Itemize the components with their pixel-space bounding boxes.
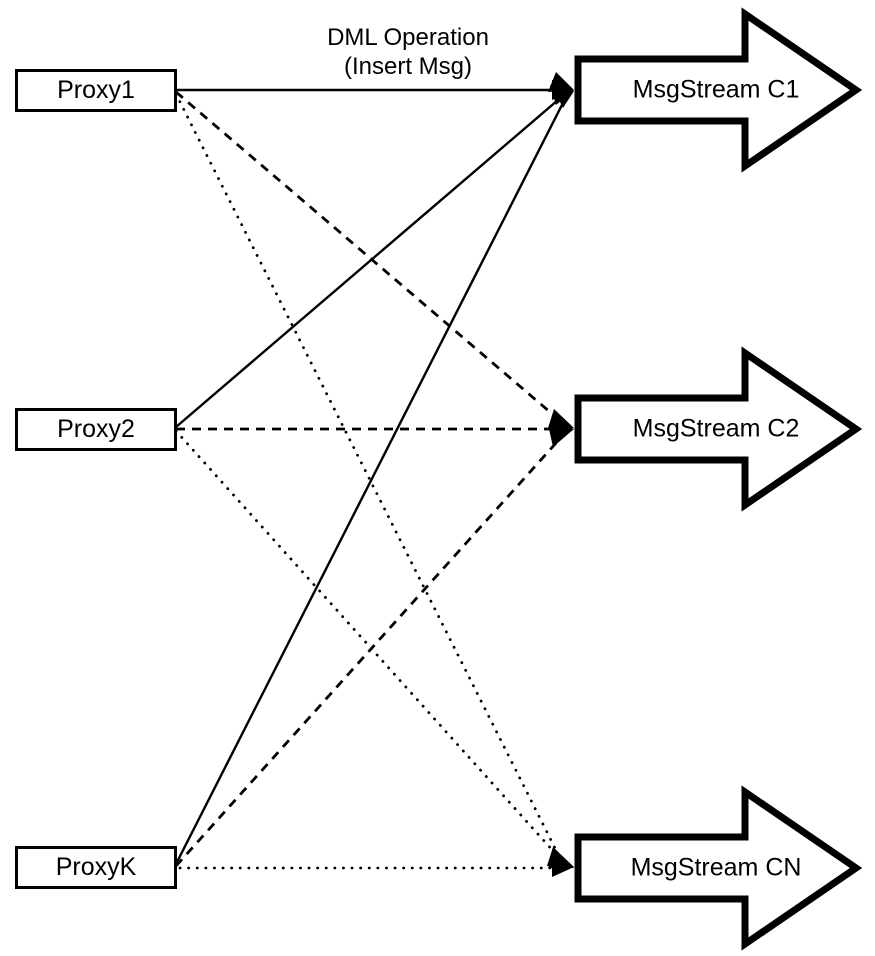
proxy-node-proxyk[interactable]: ProxyK [15,846,177,889]
edge-label-group: DML Operation (Insert Msg) [327,24,489,80]
edge-label-line1: DML Operation [327,24,489,51]
proxy-node-proxy2[interactable]: Proxy2 [15,408,177,451]
link-proxyk-to-stream-c1[interactable] [174,96,568,865]
stream-group: MsgStream C1 MsgStream C2 MsgStream CN [574,7,863,951]
stream-cn-label: MsgStream CN [631,854,802,882]
proxy1-label: Proxy1 [57,76,135,104]
proxyk-label: ProxyK [56,853,137,881]
stream-node-c2[interactable]: MsgStream C2 [574,346,863,512]
stream-node-c1[interactable]: MsgStream C1 [574,7,863,173]
link-proxy1-to-stream-c2[interactable] [175,90,565,426]
stream-c2-arrow-shape[interactable] [574,346,863,512]
stream-c1-label: MsgStream C1 [633,76,800,104]
stream-c1-arrow-shape[interactable] [574,7,863,173]
link-proxy2-to-stream-cn[interactable] [174,429,565,864]
proxy2-label: Proxy2 [57,415,135,443]
stream-node-cn[interactable]: MsgStream CN [574,785,863,951]
link-proxy1-to-stream-cn[interactable] [174,92,564,864]
proxyk-box[interactable] [15,846,177,889]
arrowhead-proxyk-c2 [549,429,574,447]
arrowhead-c1-upper [548,72,574,92]
arrowhead-proxyk-c1 [553,88,574,108]
stream-c2-label: MsgStream C2 [633,415,800,443]
stream-cn-arrow-shape[interactable] [574,785,863,951]
link-proxy2-to-stream-c1[interactable] [175,93,566,428]
edge-label-line2: (Insert Msg) [344,53,472,80]
link-proxyk-to-stream-c2[interactable] [174,432,567,867]
arrowhead-group [547,72,574,877]
proxy1-box[interactable] [15,69,177,112]
connector-group [174,88,568,870]
proxy-group: Proxy1 Proxy2 ProxyK [15,69,177,889]
arrowhead-proxy1-c2 [548,409,574,428]
proxy-node-proxy1[interactable]: Proxy1 [15,69,177,112]
proxy2-box[interactable] [15,408,177,451]
arrowhead-proxy2-cn [548,850,574,868]
